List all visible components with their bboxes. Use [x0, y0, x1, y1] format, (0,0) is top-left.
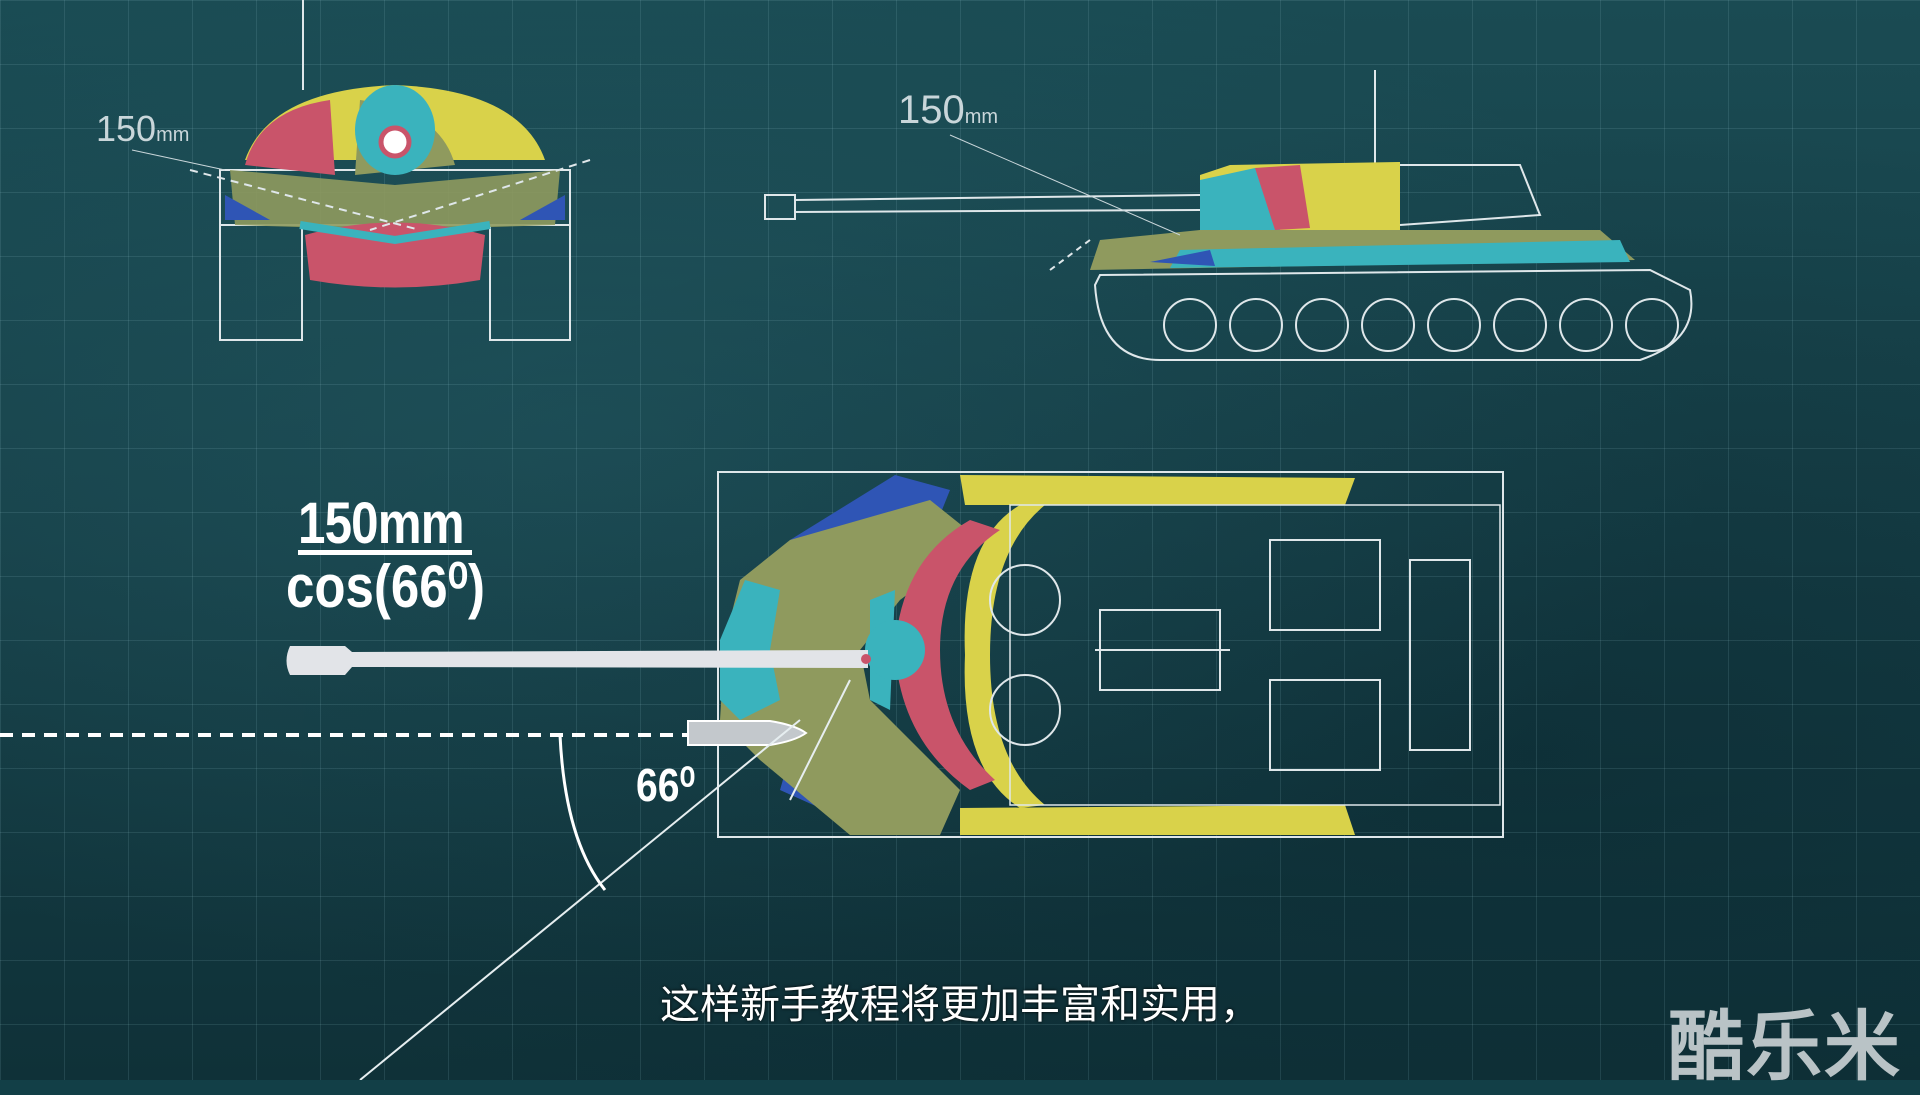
side-armor-label: 150mm	[898, 88, 998, 133]
front-armor-value: 150	[96, 108, 157, 149]
side-armor-value: 150	[898, 88, 965, 132]
formula-numerator: 150mm	[298, 491, 465, 556]
road-wheel	[1559, 298, 1613, 352]
side-armor-unit: mm	[964, 106, 999, 128]
road-wheel	[1625, 298, 1679, 352]
road-wheel	[1295, 298, 1349, 352]
road-wheel	[1427, 298, 1481, 352]
front-armor-label: 150mm	[96, 108, 189, 150]
road-wheel	[1493, 298, 1547, 352]
road-wheel	[1361, 298, 1415, 352]
formula-fraction-bar	[298, 550, 472, 555]
gun-barrel	[286, 646, 868, 675]
front-armor-unit: mm	[156, 124, 190, 146]
road-wheel	[1163, 298, 1217, 352]
angle-arc	[558, 734, 607, 891]
formula-denominator: cos(66⁰)	[286, 553, 486, 620]
angle-label: 66⁰	[636, 759, 696, 811]
armor-normal-line	[359, 719, 801, 1080]
tank-top-view	[717, 471, 1504, 838]
tank-side-view	[764, 70, 1693, 361]
watermark-logo: 酷乐米	[1668, 1002, 1902, 1091]
shell	[687, 720, 808, 746]
subtitle: 这样新手教程将更加丰富和实用，	[660, 982, 1260, 1028]
road-wheel	[1229, 298, 1283, 352]
tank-front-view	[189, 0, 591, 341]
